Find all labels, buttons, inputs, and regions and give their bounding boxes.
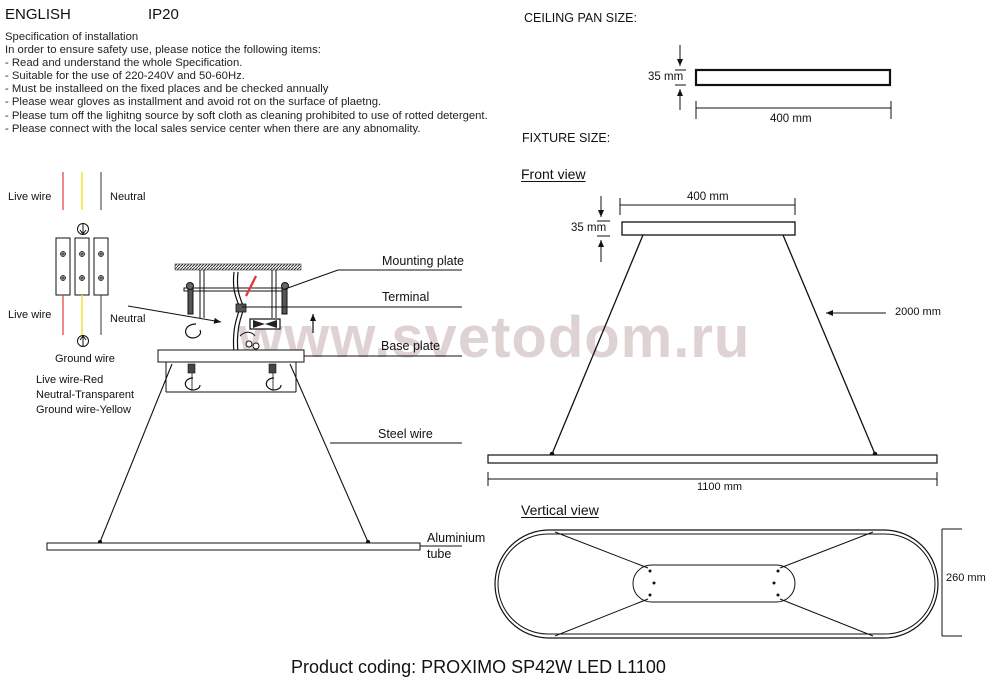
neutral-bottom-label: Neutral: [110, 313, 146, 325]
base-plate-label: Base plate: [381, 339, 441, 353]
spec-item: - Must be installeed on the fixed places…: [5, 83, 329, 96]
neutral-top-label: Neutral: [110, 191, 146, 203]
mounting-plate-label: Mounting plate: [382, 254, 465, 268]
legend-neutral: Neutral-Transparent: [36, 389, 135, 401]
product-coding: Product coding: PROXIMO SP42W LED L1100: [291, 657, 666, 677]
aluminium-tube-line2: tube: [427, 547, 452, 561]
vertical-view-drawing: [494, 528, 962, 639]
spec-item: - Read and understand the whole Specific…: [5, 57, 243, 70]
spec-item: - Please wear gloves as installment and …: [5, 96, 382, 109]
vertical-view-width: 260 mm: [946, 572, 986, 584]
front-view-drawing: [487, 196, 938, 486]
aluminium-tube-line1: Aluminium: [427, 531, 486, 545]
specification-block: Specification of installation In order t…: [5, 31, 488, 136]
wiring-diagram: [55, 172, 109, 347]
spec-title: Specification of installation: [5, 31, 139, 43]
spec-intro: In order to ensure safety use, please no…: [5, 44, 321, 57]
terminal-label: Terminal: [382, 290, 430, 304]
front-view-wire-length: 2000 mm: [895, 306, 941, 318]
ceiling-pan-heading: CEILING PAN SIZE:: [524, 11, 637, 25]
legend-live: Live wire-Red: [36, 374, 104, 386]
live-wire-bottom-label: Live wire: [8, 309, 52, 321]
fixture-size-heading: FIXTURE SIZE:: [522, 131, 611, 145]
ceiling-pan-drawing: [675, 45, 892, 119]
ceiling-pan-width: 400 mm: [770, 113, 812, 125]
steel-wire-label: Steel wire: [378, 427, 433, 441]
watermark: www.svetodom.ru: [238, 305, 751, 370]
ip-rating: IP20: [148, 6, 179, 23]
vertical-view-title: Vertical view: [521, 502, 599, 518]
spec-item: - Suitable for the use of 220-240V and 5…: [5, 70, 245, 83]
spec-item: - Please connect with the local sales se…: [5, 122, 421, 135]
spec-item: - Please tum off the lighitng source by …: [5, 109, 488, 122]
front-view-title: Front view: [521, 166, 586, 182]
live-wire-top-label: Live wire: [8, 191, 52, 203]
front-view-length: 1100 mm: [697, 481, 743, 493]
wire-color-legend: Live wire-Red Neutral-Transparent Ground…: [36, 373, 134, 418]
front-view-top-height: 35 mm: [571, 222, 607, 234]
aluminium-tube-label: Aluminium tube: [427, 530, 485, 562]
front-view-top-width: 400 mm: [687, 191, 729, 203]
installation-drawing: [46, 263, 462, 551]
legend-ground: Ground wire-Yellow: [36, 404, 131, 416]
ceiling-pan-height: 35 mm: [648, 71, 684, 83]
ground-wire-label: Ground wire: [55, 353, 115, 365]
language-label: ENGLISH: [5, 6, 71, 23]
